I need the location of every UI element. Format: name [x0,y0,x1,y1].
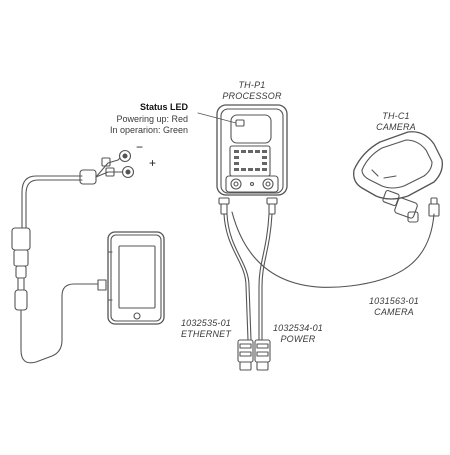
negative-ring-terminal [118,149,132,163]
car-charger-plug [11,175,83,319]
power-name-label: POWER [280,334,316,344]
camera-cable [231,197,440,288]
processor-name-label: PROCESSOR [222,91,282,101]
camera-cable-name-label: CAMERA [374,307,414,317]
power-part-label: 1032534-01 [272,323,324,333]
camera-name-label: CAMERA [376,122,416,132]
positive-polarity-sign: + [149,156,157,170]
tablet-display [107,231,165,325]
status-led-leader [197,112,237,124]
camera-unit [353,131,443,223]
ethernet-name-label: ETHERNET [180,329,232,339]
processor-connectors [218,197,278,215]
status-led-operation-text: In operarion: Green [109,125,188,135]
processor-unit [216,104,288,196]
camera-cable-part-label: 1031563-01 [368,296,420,306]
ethernet-power-cables [223,213,273,371]
battery-lead [79,149,135,185]
ethernet-part-label: 1032535-01 [180,318,232,328]
positive-ring-terminal [121,165,135,179]
status-led-title: Status LED [139,102,188,112]
status-led-indicator [235,119,245,127]
status-led-powering-text: Powering up: Red [116,114,188,124]
processor-led-grid [234,150,267,171]
negative-polarity-sign: − [136,140,144,154]
charger-to-tablet-cable [20,283,99,364]
camera-model-label: TH-C1 [382,111,410,121]
processor-model-label: TH-P1 [238,80,266,90]
